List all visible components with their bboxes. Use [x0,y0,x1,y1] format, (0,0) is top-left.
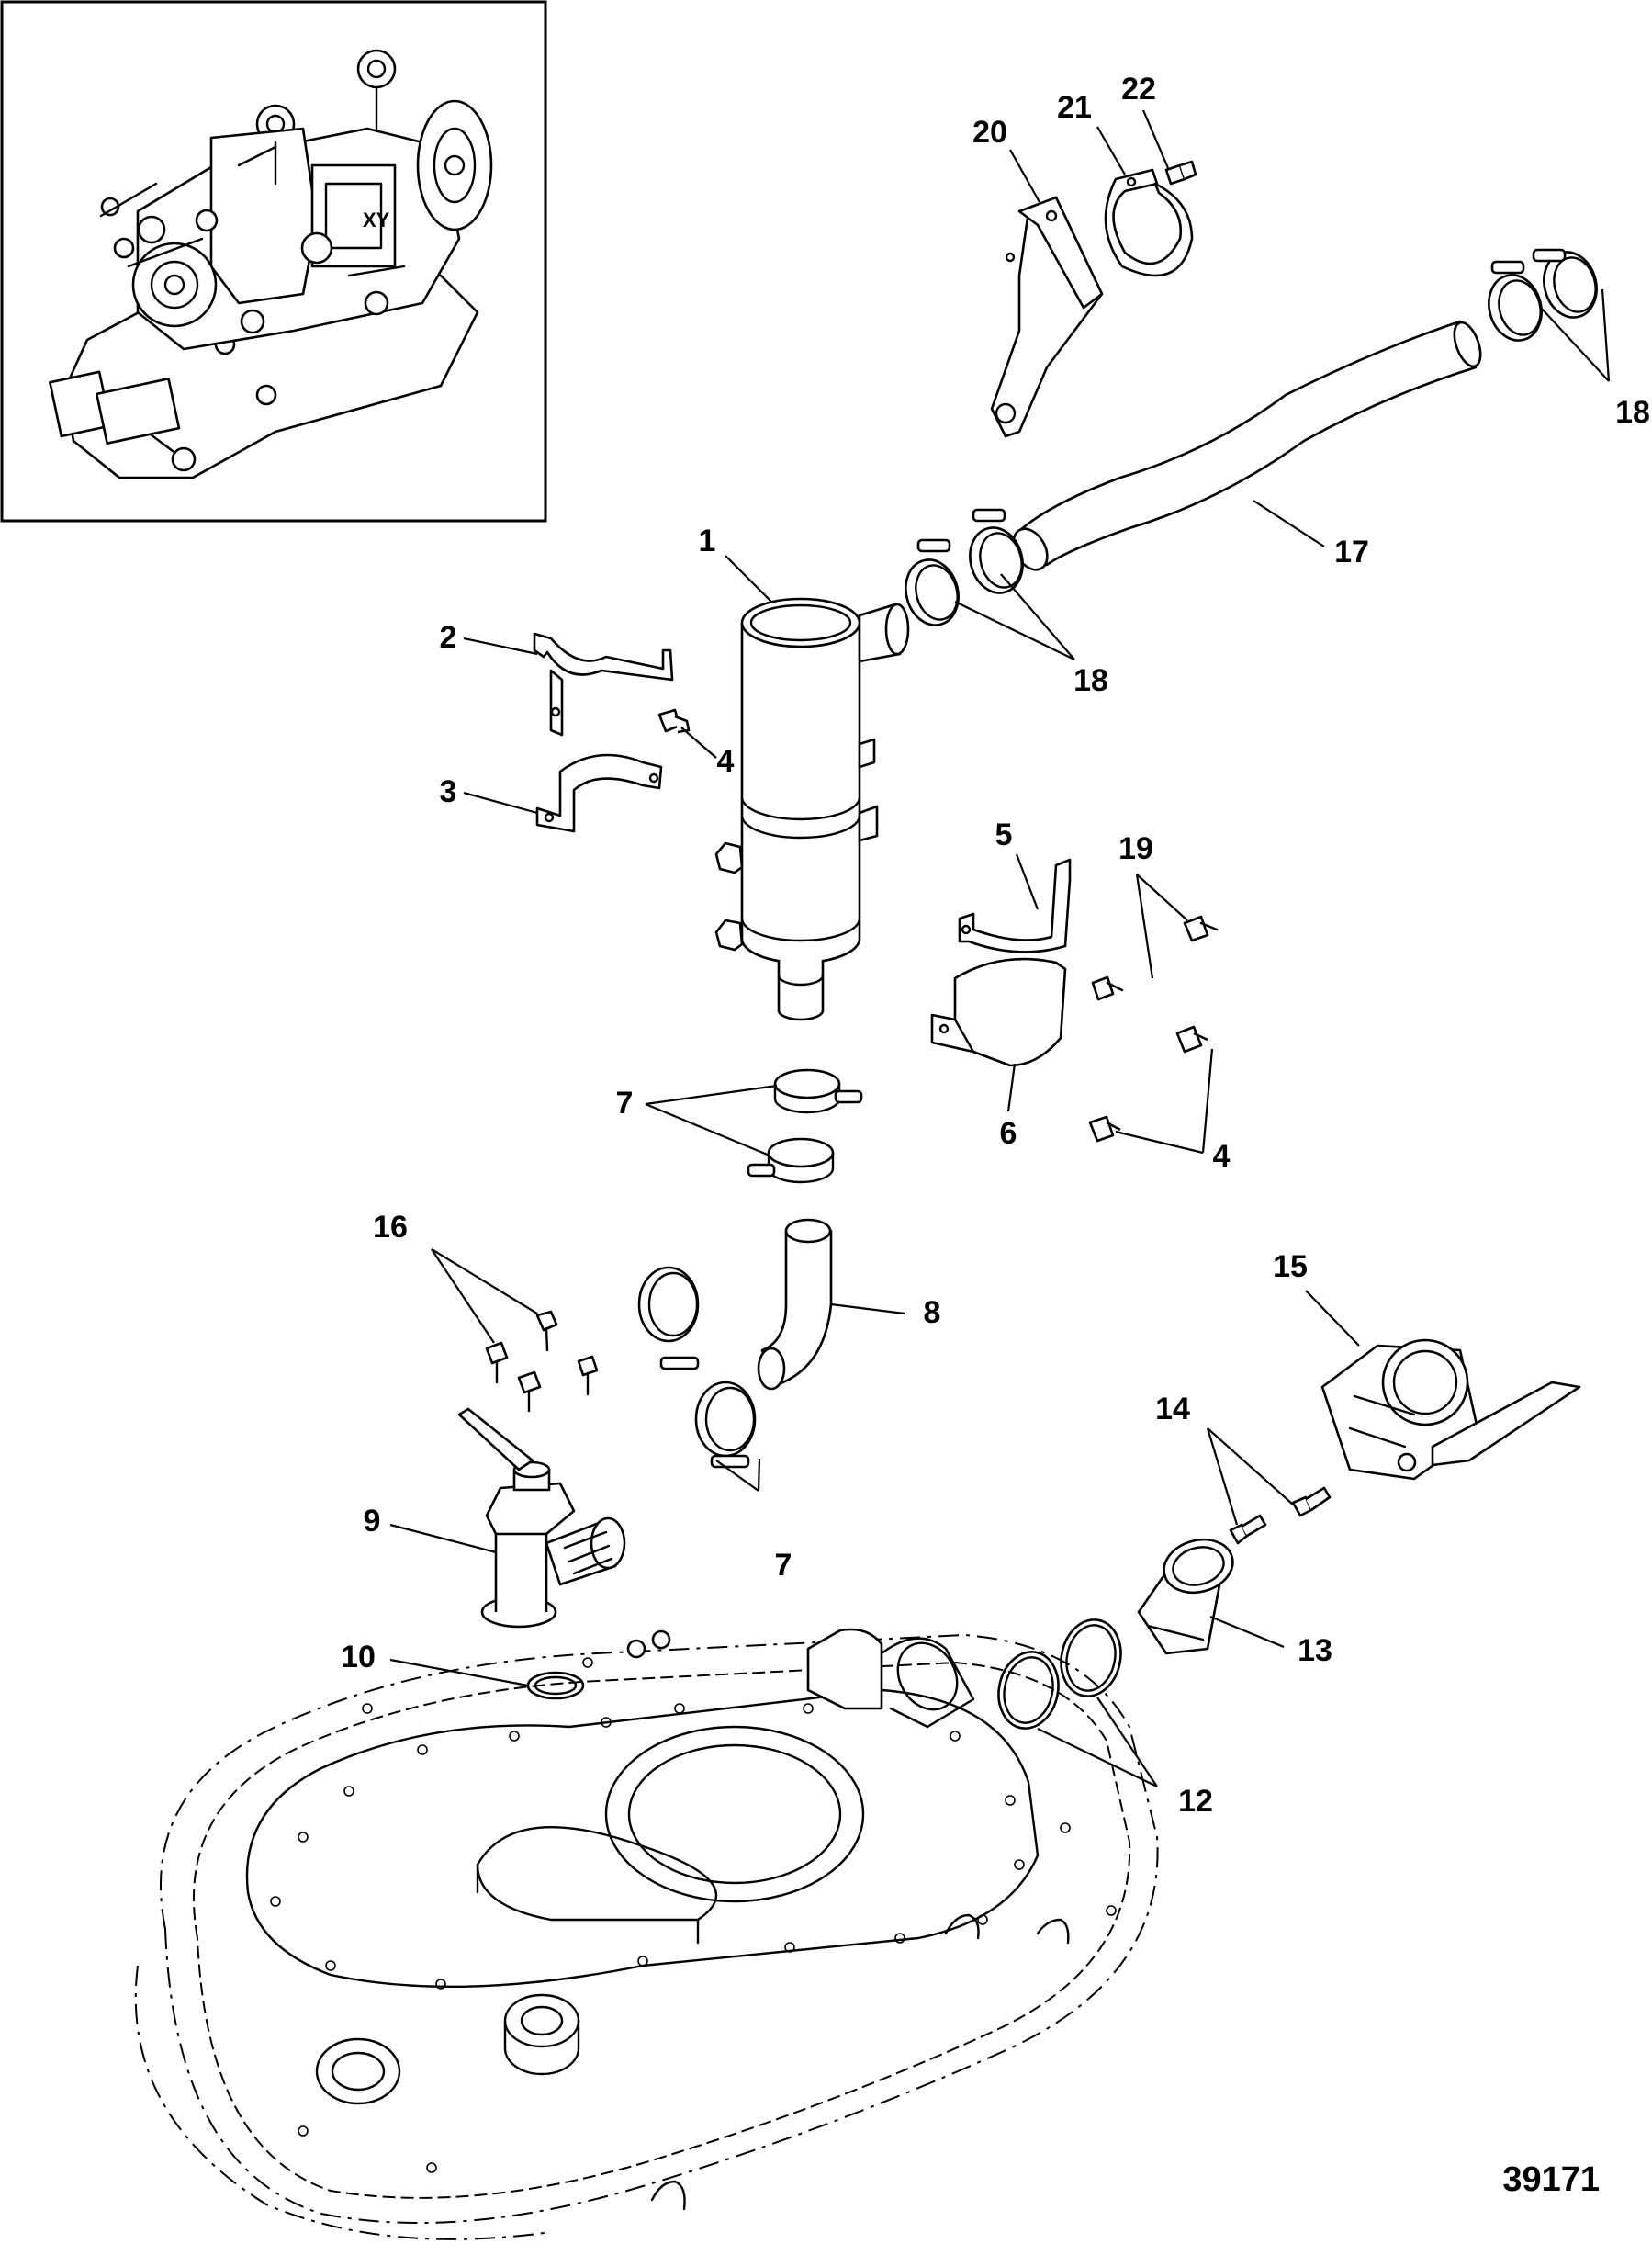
part-13-fitting [1137,1538,1234,1655]
transmission-housing [134,1628,1159,2240]
part-14-bolt [1229,1514,1267,1545]
part-14-bolt [1291,1486,1332,1517]
callout-22: 22 [1121,72,1156,107]
callout-7: 7 [616,1086,634,1121]
part-12-o-ring [997,1651,1060,1730]
part-15-strainer [1320,1338,1581,1481]
part-4-screw [657,708,691,734]
callout-6: 6 [1000,1116,1017,1151]
callout-18: 18 [1073,663,1108,698]
callout-14: 14 [1155,1392,1190,1426]
part-16-bolt [485,1341,509,1384]
engine-overview-inset: XY [0,0,547,523]
part-9-valve [457,1407,626,1629]
figure-number: 39171 [1502,2160,1600,2199]
callout-12: 12 [1178,1784,1213,1819]
part-7-hose-clamp [747,1137,835,1184]
part-21-p-clamp [1104,168,1194,277]
part-7-hose-clamp [694,1381,757,1469]
callout-7: 7 [775,1548,792,1583]
leader-lines [389,109,1611,1787]
part-22-bolt [1164,160,1197,186]
callout-13: 13 [1298,1633,1332,1668]
callout-16: 16 [373,1210,408,1245]
callout-20: 20 [972,115,1007,150]
part-3-clamp [535,753,663,833]
part-16-bolt [535,1310,558,1352]
callout-15: 15 [1273,1249,1308,1284]
part-19-screw [1091,975,1124,1001]
part-19-screw [1183,915,1219,942]
part-4-screw [1175,1025,1208,1054]
part-12-o-ring [1060,1618,1122,1697]
part-18-hose-clamp [969,508,1024,594]
part-18-hose-clamp [1532,248,1598,319]
part-4-screw [1088,1115,1121,1143]
part-6-clamp [930,957,1067,1067]
callout-19: 19 [1118,831,1153,866]
part-18-hose-clamp [905,538,960,626]
part-7-hose-clamp [637,1266,700,1370]
callout-8: 8 [924,1295,941,1330]
callout-18: 18 [1615,395,1650,430]
callout-4: 4 [1213,1139,1231,1174]
callout-2: 2 [440,620,457,655]
callout-5: 5 [995,817,1013,852]
part-7-hose-clamp [773,1068,863,1114]
callout-1: 1 [699,524,716,558]
part-8-elbow-hose [757,1218,833,1391]
callout-3: 3 [440,774,457,809]
callout-21: 21 [1057,90,1092,125]
part-2-bracket [533,632,674,737]
part-17-hose [1012,320,1482,571]
part-1-cooler [714,597,910,1021]
callout-17: 17 [1334,535,1369,569]
callout-9: 9 [364,1504,381,1539]
part-5-clamp [958,858,1072,953]
part-16-bolt [577,1355,599,1396]
part-16-bolt [517,1370,542,1413]
part-20-bracket [990,196,1104,438]
callout-4: 4 [717,744,735,779]
svg-text:XY: XY [363,209,390,231]
callout-10: 10 [341,1640,376,1674]
part-18-hose-clamp [1488,260,1543,342]
